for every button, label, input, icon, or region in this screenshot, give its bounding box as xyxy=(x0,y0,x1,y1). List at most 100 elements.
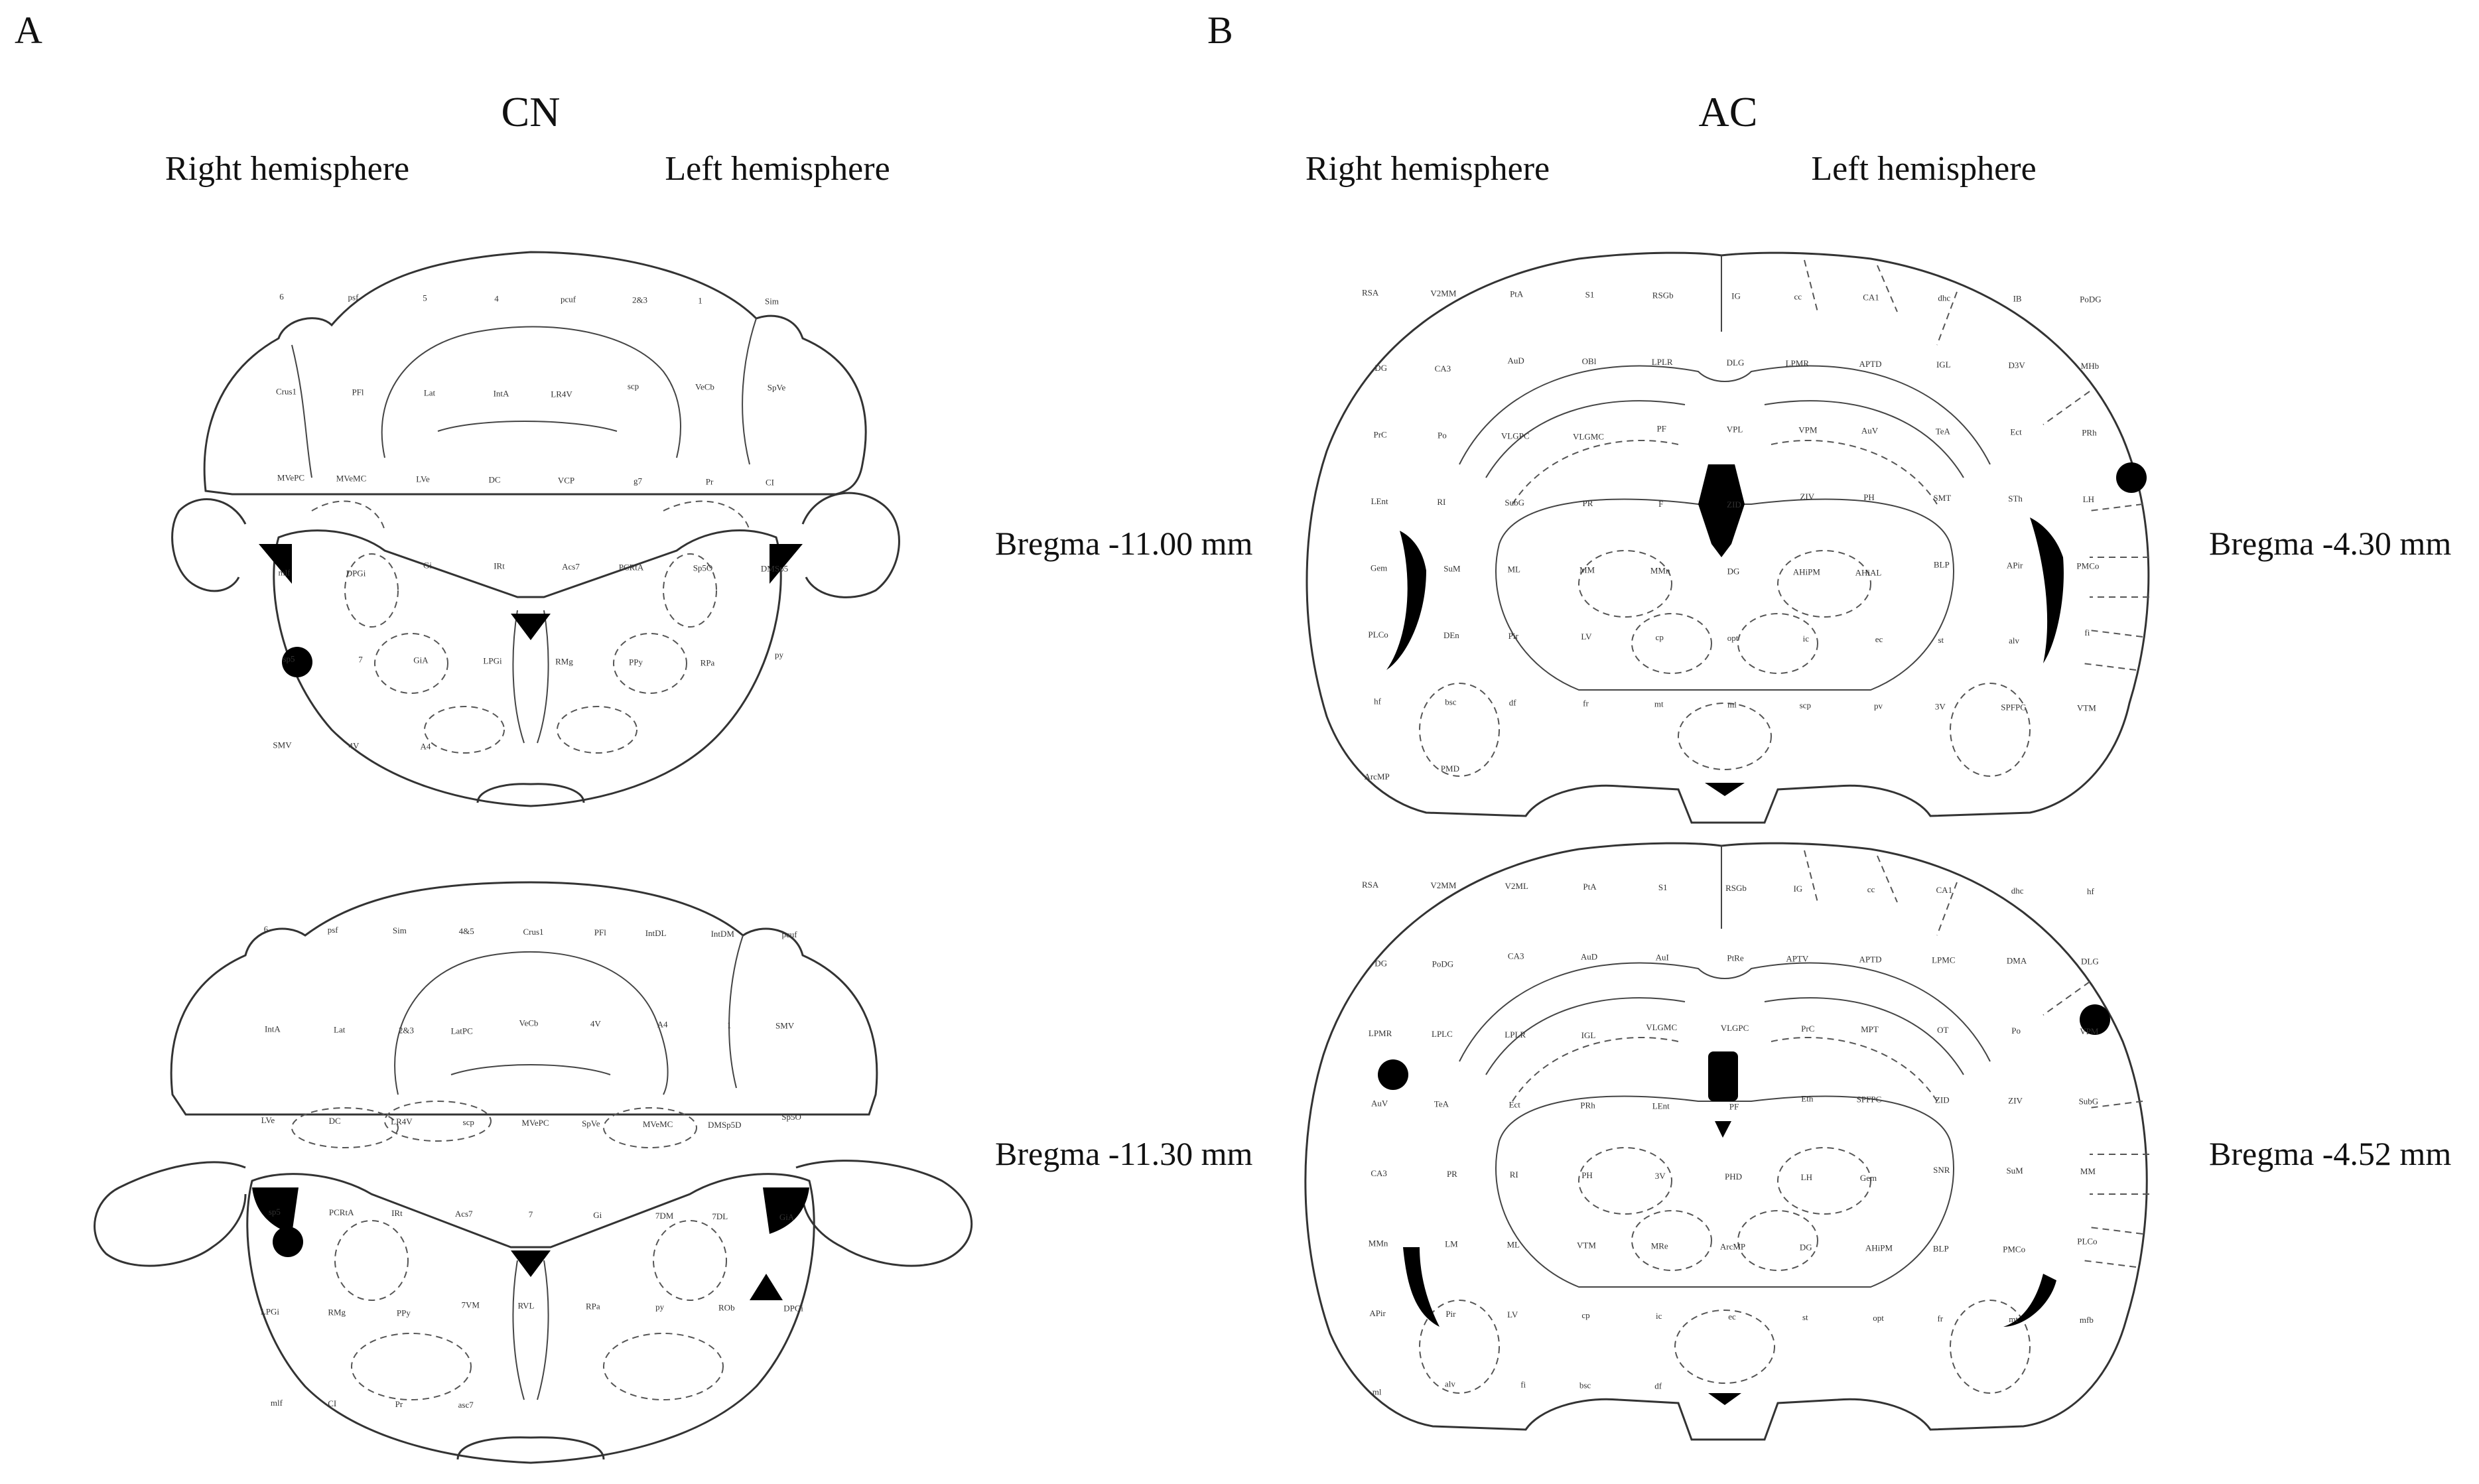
atlas-region-label: VPM xyxy=(1798,425,1818,435)
atlas-region-label: PoDG xyxy=(2080,294,2102,304)
atlas-region-label: LR4V xyxy=(391,1116,413,1126)
atlas-region-label: st xyxy=(1802,1312,1808,1322)
atlas-region-label: Sim xyxy=(393,925,407,935)
cn2-nucleus xyxy=(653,1220,727,1301)
atlas-region-label: AuV xyxy=(1861,425,1879,435)
atlas-region-label: SubG xyxy=(2079,1096,2099,1106)
atlas-region-label: CA3 xyxy=(1371,1168,1387,1178)
atlas-region-label: CA3 xyxy=(1508,951,1524,961)
atlas-region-label: VLGPC xyxy=(1721,1023,1749,1033)
ac2-amygdala xyxy=(1950,1300,2031,1394)
ac2-left-lateral-ventricle xyxy=(2003,1274,2056,1327)
atlas-region-label: MHb xyxy=(2081,361,2099,371)
cn1-nucleus xyxy=(557,706,637,754)
atlas-region-label: PRh xyxy=(2082,427,2097,437)
atlas-region-label: DC xyxy=(488,475,500,485)
atlas-region-label: MVeMC xyxy=(336,474,367,484)
atlas-region-label: V2MM xyxy=(1430,880,1456,890)
atlas-region-label: SuM xyxy=(2006,1166,2023,1176)
atlas-region-label: PFl xyxy=(352,387,364,397)
atlas-region-label: alv xyxy=(2009,636,2019,645)
atlas-region-label: VPM xyxy=(2080,1026,2099,1036)
ac-right-hemisphere-label: Right hemisphere xyxy=(1305,150,1550,188)
atlas-region-label: BLP xyxy=(1933,1243,1949,1253)
cn1-right-paraflocculus xyxy=(171,498,247,592)
atlas-region-label: opt xyxy=(1873,1313,1884,1323)
atlas-region-label: VTM xyxy=(1577,1240,1596,1250)
atlas-region-label: PtA xyxy=(1510,289,1524,299)
cn2-crus-fissure xyxy=(728,935,744,1089)
atlas-region-label: Pr xyxy=(395,1399,403,1409)
cn1-nucleus xyxy=(613,633,687,694)
atlas-region-label: PMCo xyxy=(2003,1244,2025,1254)
cn2-pcuf xyxy=(450,1064,611,1075)
atlas-region-label: CA1 xyxy=(1936,885,1953,895)
ac1-ventral-marker xyxy=(1705,783,1745,796)
atlas-region-label: ArcMP xyxy=(1720,1241,1745,1251)
atlas-region-label: ArcMP xyxy=(1364,772,1389,781)
cn1-nucleus xyxy=(424,706,505,754)
atlas-region-label: LatPC xyxy=(451,1026,473,1036)
atlas-region-label: PCRtA xyxy=(619,563,644,573)
atlas-region-label: PRh xyxy=(1580,1100,1595,1110)
cn1-cerebellum-outline xyxy=(203,251,867,496)
cn2-nucleus xyxy=(291,1107,399,1148)
atlas-region-label: PLCo xyxy=(1368,630,1388,640)
atlas-region-label: PR xyxy=(1447,1169,1457,1179)
atlas-region-label: IGL xyxy=(1936,360,1951,370)
atlas-region-label: VLGMC xyxy=(1646,1022,1677,1032)
atlas-region-label: SMV xyxy=(775,1021,795,1031)
atlas-region-label: dhc xyxy=(1938,293,1950,303)
ac2-nucleus xyxy=(1777,1147,1871,1215)
atlas-region-label: DG xyxy=(1727,566,1740,576)
ac2-hippocampus-inner xyxy=(1485,997,1964,1075)
atlas-region-label: OBl xyxy=(1582,356,1597,366)
ac2-cortex-outline xyxy=(1304,842,2148,1441)
cn1-midline xyxy=(512,610,549,744)
atlas-region-label: 5 xyxy=(423,293,427,303)
atlas-region-label: LEnt xyxy=(1652,1101,1670,1111)
atlas-region-label: S1 xyxy=(1585,289,1595,299)
ac1-cortex-outline xyxy=(1306,251,2150,824)
atlas-region-label: hf xyxy=(1374,696,1382,706)
atlas-region-label: Lat xyxy=(424,388,436,398)
atlas-region-label: S1 xyxy=(1658,882,1668,892)
atlas-region-label: VPL xyxy=(1727,424,1743,434)
atlas-region-label: GiA xyxy=(413,655,429,665)
atlas-region-label: hf xyxy=(2087,886,2095,896)
atlas-region-label: STh xyxy=(2008,494,2023,504)
cn2-nucleus xyxy=(334,1220,409,1301)
atlas-region-label: PH xyxy=(1581,1170,1593,1180)
atlas-region-label: RMg xyxy=(328,1308,346,1317)
atlas-region-label: g7 xyxy=(634,476,643,486)
atlas-region-label: PMD xyxy=(1441,764,1459,774)
cn1-left-lateral-recess xyxy=(770,544,803,584)
atlas-region-label: LH xyxy=(1801,1172,1812,1182)
atlas-region-label: fr xyxy=(1937,1314,1943,1323)
atlas-region-label: PHD xyxy=(1725,1172,1742,1181)
atlas-region-label: 3V xyxy=(1935,701,1946,711)
atlas-region-label: 7 xyxy=(358,655,363,665)
atlas-region-label: cp xyxy=(1581,1310,1589,1320)
ac2-left-electrode-marker xyxy=(2080,1004,2110,1035)
atlas-region-label: fr xyxy=(1583,698,1589,708)
atlas-region-label: F xyxy=(1658,499,1663,509)
panel-title-ac: AC xyxy=(1698,88,1758,135)
atlas-region-label: LV xyxy=(1581,632,1592,641)
atlas-region-label: RI xyxy=(1510,1170,1518,1180)
atlas-region-label: PFl xyxy=(594,927,606,937)
cn1-fourth-ventricle xyxy=(511,614,551,640)
atlas-region-label: RPa xyxy=(701,658,715,668)
atlas-region-label: dhc xyxy=(2011,886,2024,896)
atlas-region-label: PPy xyxy=(397,1308,411,1318)
atlas-region-label: scp xyxy=(463,1117,474,1127)
atlas-region-label: MPT xyxy=(1861,1024,1879,1034)
cn1-nucleus xyxy=(663,500,750,531)
atlas-region-label: SuM xyxy=(1443,563,1461,573)
atlas-region-label: 4V xyxy=(590,1019,602,1029)
atlas-region-label: sp5 xyxy=(283,654,295,664)
atlas-region-label: PtRe xyxy=(1727,953,1744,963)
atlas-region-label: LPGi xyxy=(483,656,502,666)
atlas-region-label: Sp5O xyxy=(693,563,713,573)
